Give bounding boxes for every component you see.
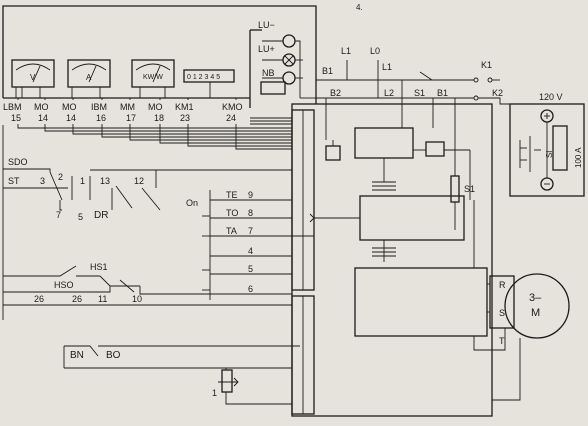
terminal-drops	[17, 98, 237, 100]
terminal-num: 7	[248, 226, 253, 236]
supply-label-k2: K2	[492, 88, 503, 98]
fuse-label: Si	[545, 151, 554, 158]
label-st: ST	[8, 176, 20, 186]
label-st-num: 3	[40, 176, 45, 186]
supply-label-l1b: L1	[382, 62, 392, 72]
meter-label-num: 14	[38, 113, 48, 123]
hs-n26b: 26	[72, 294, 82, 304]
meter-bus-lines	[17, 117, 292, 150]
contactor-block	[309, 127, 488, 337]
bo-label: BO	[106, 350, 121, 361]
meter-label-name: MO	[62, 102, 77, 112]
meter-voltmeter: V	[11, 59, 55, 88]
meter-scale: A	[86, 73, 92, 82]
meter-label-name: MO	[34, 102, 49, 112]
lamp-lu-minus-label: LU−	[258, 20, 275, 30]
label-n13: 13	[100, 176, 110, 186]
meter-leads	[15, 82, 211, 98]
counter-display: 0 1 2 3 4 5	[183, 69, 235, 83]
hs-n11: 11	[98, 294, 107, 304]
terminal-num: 8	[248, 208, 253, 218]
panel-frame	[2, 5, 317, 104]
header-mark: 4.	[356, 3, 363, 12]
meter-label-name: MO	[148, 102, 163, 112]
label-n2: 2	[58, 172, 63, 182]
hs-switches: HS1 HSO 26 26 11 10	[3, 262, 292, 306]
meter-ammeter: A	[67, 59, 111, 88]
lamp-lu-plus-label: LU+	[258, 44, 275, 54]
lamp-block: LU− LU+ NB	[249, 20, 303, 108]
meter-label-num: 23	[180, 113, 190, 123]
motor-terminal-t: T	[499, 336, 505, 346]
meter-scale: V	[30, 73, 36, 82]
supply-label-l0: L0	[370, 46, 380, 56]
meter-label-name: KMO	[222, 102, 243, 112]
s1-label: S1	[464, 184, 475, 194]
label-n5: 5	[78, 212, 83, 222]
terminal-strip: On TE 9 TO 8 TA 7 4 5 6	[186, 190, 292, 300]
hs-n10: 10	[132, 294, 142, 304]
battery-block: 120 V Si 100 A	[509, 92, 585, 197]
hs-n26a: 26	[34, 294, 44, 304]
meter-label-row: LBM 15 MO 14 MO 14 IBM 16 MM 17 MO 18 KM…	[3, 102, 243, 123]
meter-label-name: IBM	[91, 102, 107, 112]
counter-digits: 0 1 2 3 4 5	[187, 74, 220, 81]
bottom-switches: BN BO 1	[63, 345, 300, 405]
supply-label-l1: L1	[341, 46, 351, 56]
label-sdo: SDO	[8, 157, 28, 167]
supply-wiring	[300, 60, 584, 150]
supply-label-b2: B2	[330, 88, 341, 98]
meter-label-name: MM	[120, 102, 135, 112]
meter-label-num: 16	[96, 113, 106, 123]
fuse-rating: 100 A	[574, 147, 583, 168]
label-n7: 7	[56, 210, 61, 220]
terminal-name: TO	[226, 208, 238, 218]
hs1-label: HS1	[90, 262, 108, 272]
label-n1: 1	[80, 176, 85, 186]
on-label: On	[186, 198, 198, 208]
meter-label-num: 17	[126, 113, 136, 123]
label-n12: 12	[134, 176, 144, 186]
lamp-nb-label: NB	[262, 68, 275, 78]
meter-scale: KW/W	[143, 74, 163, 81]
meter-label-num: 24	[226, 113, 236, 123]
terminal-name: TA	[226, 226, 237, 236]
supply-labels: L1 L0 L1 B1 K1 K2 B2 L2 S1 B1	[322, 46, 503, 98]
supply-label-k1: K1	[481, 60, 492, 70]
terminal-num: 4	[248, 246, 253, 256]
hso-label: HSO	[54, 280, 74, 290]
bottom-n1: 1	[212, 388, 217, 398]
motor-terminal-r: R	[499, 280, 506, 290]
motor-terminal-s: S	[499, 308, 505, 318]
lamp-lu-minus-icon	[282, 34, 296, 48]
supply-label-l2: L2	[384, 88, 394, 98]
terminal-num: 6	[248, 284, 253, 294]
meter-wattmeter: KW/W	[131, 59, 175, 88]
battery-voltage: 120 V	[539, 92, 563, 102]
motor-label-line1: 3–	[529, 292, 542, 304]
return-wiring	[492, 338, 521, 401]
meter-label-name: KM1	[175, 102, 194, 112]
motor-block: 3– M R S T	[473, 273, 570, 351]
terminal-num: 5	[248, 264, 253, 274]
terminal-name: TE	[226, 190, 238, 200]
meter-label-num: 15	[11, 113, 21, 123]
meter-label-num: 14	[66, 113, 76, 123]
motor-label-line2: M	[531, 307, 540, 319]
bn-label: BN	[70, 350, 84, 361]
terminal-num: 9	[248, 190, 253, 200]
meter-label-name: LBM	[3, 102, 22, 112]
meter-label-num: 18	[154, 113, 164, 123]
left-switches: SDO ST 3 2 1 13 12 DR 7 5	[2, 125, 292, 320]
label-dr: DR	[94, 210, 108, 221]
supply-label-s1: S1	[414, 88, 425, 98]
supply-label-b1: B1	[322, 66, 333, 76]
supply-label-b1b: B1	[437, 88, 448, 98]
control-box	[291, 103, 493, 417]
